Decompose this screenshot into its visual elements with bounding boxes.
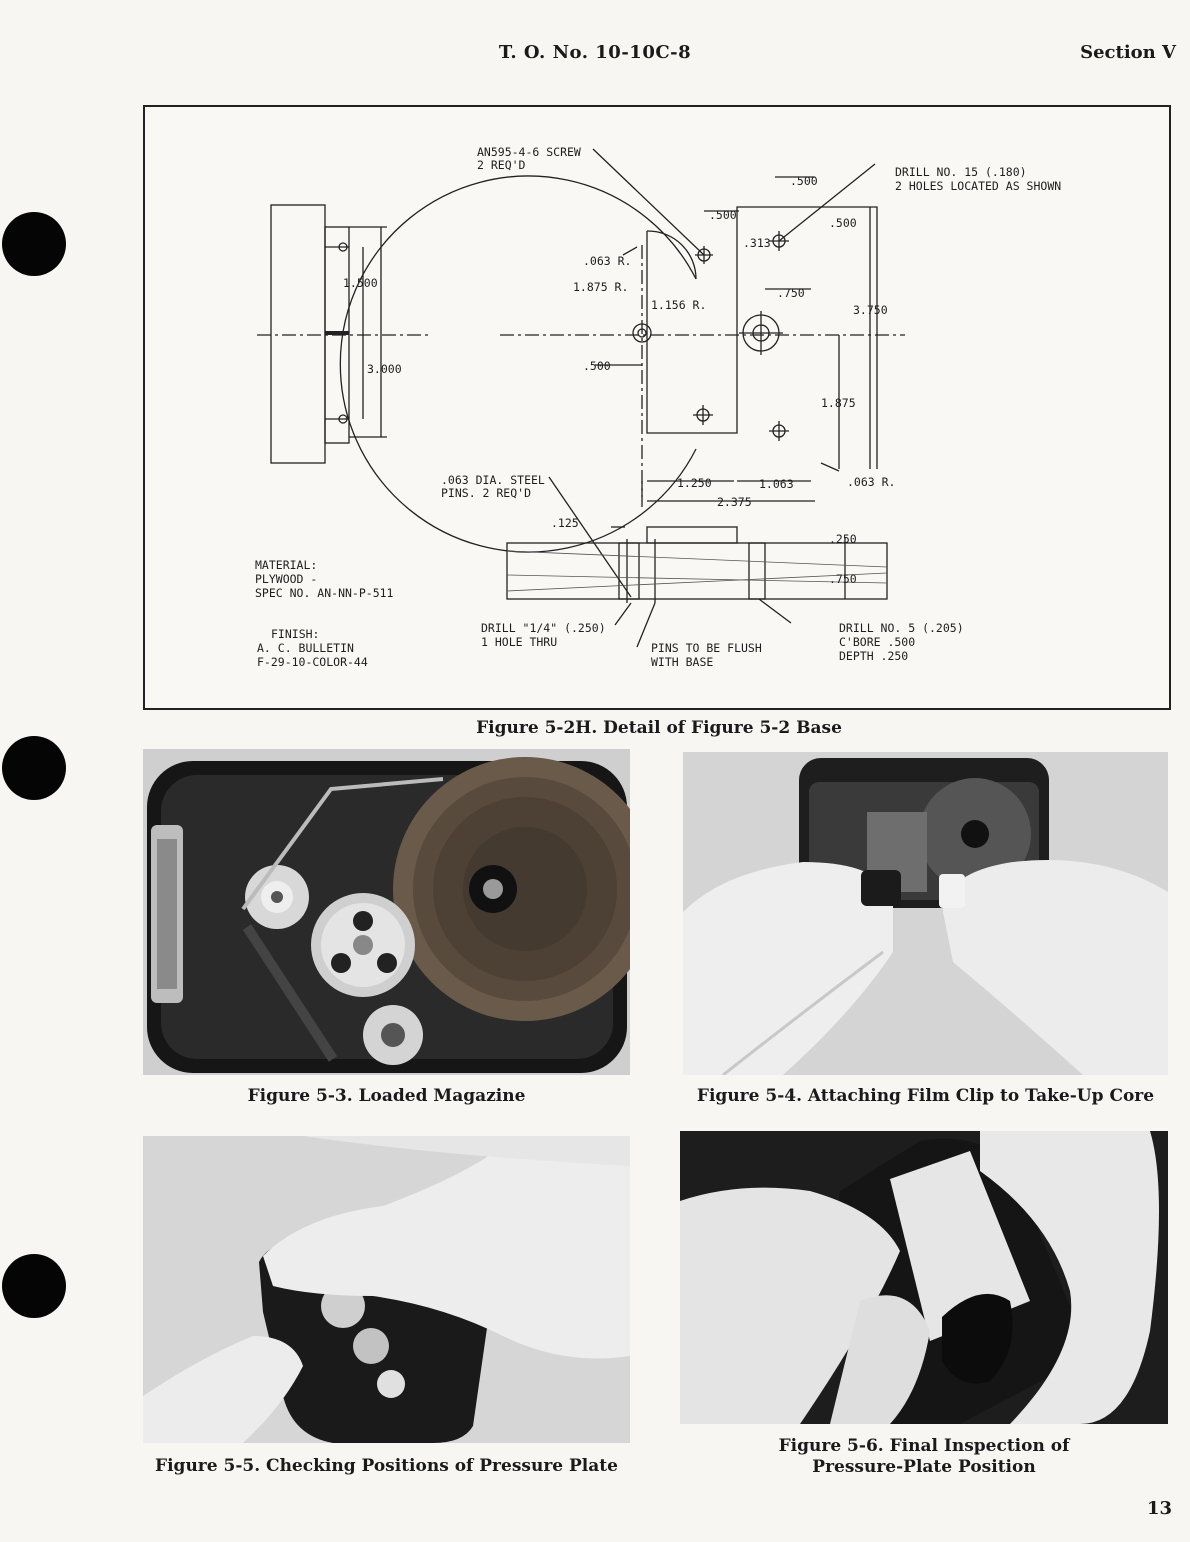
dim-500-top: .500 bbox=[790, 174, 818, 188]
final-inspection-photo bbox=[680, 1131, 1168, 1424]
document-number: T. O. No. 10-10C-8 bbox=[498, 42, 692, 63]
binder-hole-top bbox=[2, 212, 66, 276]
dim-313: .313 bbox=[743, 236, 771, 250]
figure-5-6-caption-line2: Pressure-Plate Position bbox=[812, 1457, 1036, 1477]
material-line1: MATERIAL: bbox=[255, 558, 317, 572]
figure-5-2h-caption: Figure 5-2H. Detail of Figure 5-2 Base bbox=[476, 718, 842, 738]
pins-note-line2: PINS. 2 REQ'D bbox=[441, 486, 531, 500]
base-detail-drawing: AN595-4-6 SCREW 2 REQ'D DRILL NO. 15 (.1… bbox=[143, 105, 1171, 710]
section-label: Section V bbox=[1080, 42, 1176, 63]
flush-note-line2: WITH BASE bbox=[651, 655, 713, 669]
dim-750: .750 bbox=[777, 286, 805, 300]
dim-2375: 2.375 bbox=[717, 495, 752, 509]
flush-note-line1: PINS TO BE FLUSH bbox=[651, 641, 762, 655]
figure-5-5-caption: Figure 5-5. Checking Positions of Pressu… bbox=[155, 1456, 618, 1476]
drill15-note-line2: 2 HOLES LOCATED AS SHOWN bbox=[895, 179, 1061, 193]
dim-3750: 3.750 bbox=[853, 303, 888, 317]
material-line2: PLYWOOD - bbox=[255, 572, 317, 586]
finish-line1: FINISH: bbox=[271, 627, 319, 641]
page-number: 13 bbox=[1146, 1498, 1172, 1519]
dim-1063: 1.063 bbox=[759, 477, 794, 491]
dim-1875: 1.875 bbox=[821, 396, 856, 410]
film-clip-photo bbox=[683, 752, 1168, 1075]
dim-1250: 1.250 bbox=[677, 476, 712, 490]
screw-note-line2: 2 REQ'D bbox=[477, 158, 526, 172]
dim-750-side: .750 bbox=[829, 572, 857, 586]
finish-line2: A. C. BULLETIN bbox=[257, 641, 354, 655]
figure-5-6-caption: Figure 5-6. Final Inspection of Pressure… bbox=[680, 1436, 1168, 1478]
dim-3000: 3.000 bbox=[367, 362, 402, 376]
dim-500-center: .500 bbox=[583, 359, 611, 373]
dim-1500: 1.500 bbox=[343, 276, 378, 290]
pins-note-line1: .063 DIA. STEEL bbox=[441, 473, 545, 487]
drill14-note-line2: 1 HOLE THRU bbox=[481, 635, 557, 649]
binder-hole-bottom bbox=[2, 1254, 66, 1318]
drill5-note-line1: DRILL NO. 5 (.205) bbox=[839, 621, 964, 635]
material-line3: SPEC NO. AN-NN-P-511 bbox=[255, 586, 394, 600]
binder-hole-middle bbox=[2, 736, 66, 800]
figure-5-4-caption: Figure 5-4. Attaching Film Clip to Take-… bbox=[696, 1086, 1155, 1106]
drill15-note-line1: DRILL NO. 15 (.180) bbox=[895, 165, 1027, 179]
radius-1875: 1.875 R. bbox=[573, 280, 628, 294]
figure-5-6-caption-line1: Figure 5-6. Final Inspection of bbox=[778, 1436, 1070, 1456]
dim-500-inner: .500 bbox=[709, 208, 737, 222]
radius-063-bottom: .063 R. bbox=[847, 475, 895, 489]
figure-5-3-caption: Figure 5-3. Loaded Magazine bbox=[247, 1086, 526, 1106]
loaded-magazine-photo bbox=[143, 749, 630, 1075]
drill5-note-line3: DEPTH .250 bbox=[839, 649, 908, 663]
drawing-lines bbox=[257, 148, 905, 648]
drill5-note-line2: C'BORE .500 bbox=[839, 635, 915, 649]
radius-1156: 1.156 R. bbox=[651, 298, 706, 312]
dim-500-right: .500 bbox=[829, 216, 857, 230]
drawing-dimension-labels: AN595-4-6 SCREW 2 REQ'D DRILL NO. 15 (.1… bbox=[255, 145, 1061, 669]
dim-250: .250 bbox=[829, 532, 857, 546]
radius-063: .063 R. bbox=[583, 254, 631, 268]
finish-line3: F-29-10-COLOR-44 bbox=[257, 655, 368, 669]
screw-note-line1: AN595-4-6 SCREW bbox=[477, 145, 581, 159]
drill14-note-line1: DRILL "1/4" (.250) bbox=[481, 621, 606, 635]
dim-125: .125 bbox=[551, 516, 579, 530]
pressure-plate-check-photo bbox=[143, 1136, 630, 1443]
